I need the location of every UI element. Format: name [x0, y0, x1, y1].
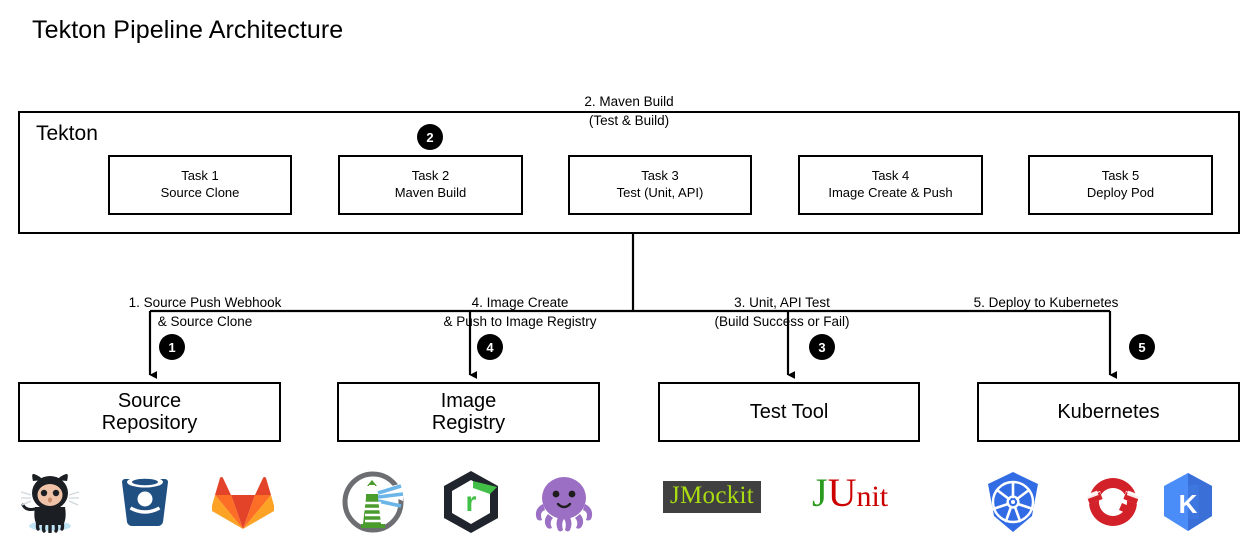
flow-label-4-line1: 4. Image Create — [471, 295, 569, 310]
step-badge-5: 5 — [1129, 334, 1155, 360]
task-4-name: Task 4 — [871, 168, 910, 184]
step-badge-4: 4 — [477, 334, 503, 360]
source-repository-line1: Source — [117, 389, 182, 412]
octopus-logo — [532, 467, 596, 537]
task-5-name: Task 5 — [1101, 168, 1140, 184]
task-4-desc: Image Create & Push — [828, 185, 953, 200]
tekton-container-label: Tekton — [36, 122, 98, 145]
flow-label-3-line1: 3. Unit, API Test — [734, 295, 830, 310]
kubernetes-line1: Kubernetes — [1057, 400, 1160, 423]
flow-label-4: 4. Image Create & Push to Image Registry — [375, 293, 665, 331]
step-badge-3: 3 — [809, 334, 835, 360]
flow-label-3-line2: (Build Success or Fail) — [714, 314, 850, 330]
flow-label-5: 5. Deploy to Kubernetes — [901, 293, 1191, 312]
image-registry-line2: Registry — [431, 412, 506, 434]
flow-label-5-line1: 5. Deploy to Kubernetes — [973, 295, 1119, 310]
flow-label-2: 2. Maven Build (Test & Build) — [0, 92, 1258, 130]
svg-text:r: r — [466, 486, 477, 517]
node-box-test-tool[interactable]: Test Tool — [658, 382, 920, 442]
junit-u: U — [827, 470, 857, 515]
bitbucket-logo — [113, 467, 177, 537]
junit-logo: JUnit — [812, 473, 888, 513]
source-repository-line2: Repository — [101, 412, 198, 434]
task-2-name: Task 2 — [411, 168, 450, 184]
task-5-desc: Deploy Pod — [1086, 185, 1155, 200]
node-box-source-repository[interactable]: Source Repository — [18, 382, 281, 442]
task-1-desc: Source Clone — [160, 185, 240, 200]
page-title: Tekton Pipeline Architecture — [32, 16, 344, 44]
task-box-5[interactable]: Task 5 Deploy Pod — [1028, 155, 1213, 215]
github-logo — [18, 467, 82, 537]
flow-label-1-line1: 1. Source Push Webhook — [128, 295, 282, 310]
tekton-container — [18, 111, 1240, 234]
artifactory-logo: r — [438, 467, 504, 537]
jmockit-logo: JMockit — [663, 481, 762, 513]
task-box-1[interactable]: Task 1 Source Clone — [108, 155, 292, 215]
kubesphere-logo: K — [1157, 467, 1219, 537]
gitlab-logo — [211, 467, 275, 537]
node-box-kubernetes[interactable]: Kubernetes — [977, 382, 1240, 442]
task-3-desc: Test (Unit, API) — [616, 185, 704, 200]
flow-label-1: 1. Source Push Webhook & Source Clone — [60, 293, 350, 331]
flow-label-2-line2: (Test & Build) — [588, 113, 670, 129]
flow-label-2-line1: 2. Maven Build — [584, 94, 674, 109]
task-3-name: Task 3 — [641, 168, 679, 184]
harbor-logo — [340, 467, 406, 537]
node-box-image-registry[interactable]: Image Registry — [337, 382, 600, 442]
task-box-4[interactable]: Task 4 Image Create & Push — [798, 155, 983, 215]
task-1-name: Task 1 — [181, 168, 219, 184]
flow-label-3: 3. Unit, API Test (Build Success or Fail… — [637, 293, 927, 331]
task-box-3[interactable]: Task 3 Test (Unit, API) — [568, 155, 752, 215]
step-badge-2: 2 — [417, 124, 443, 150]
image-registry-line1: Image — [440, 389, 497, 412]
junit-nit: nit — [856, 480, 889, 513]
test-tool-line1: Test Tool — [749, 400, 829, 423]
task-box-2[interactable]: Task 2 Maven Build — [338, 155, 523, 215]
flow-label-1-line2: & Source Clone — [157, 314, 253, 330]
junit-j: J — [812, 470, 828, 515]
flow-label-4-line2: & Push to Image Registry — [443, 314, 597, 330]
kubernetes-logo — [981, 467, 1045, 537]
svg-text:K: K — [1179, 489, 1198, 519]
step-badge-1: 1 — [159, 334, 185, 360]
task-2-desc: Maven Build — [394, 185, 467, 200]
openshift-logo — [1081, 467, 1145, 537]
